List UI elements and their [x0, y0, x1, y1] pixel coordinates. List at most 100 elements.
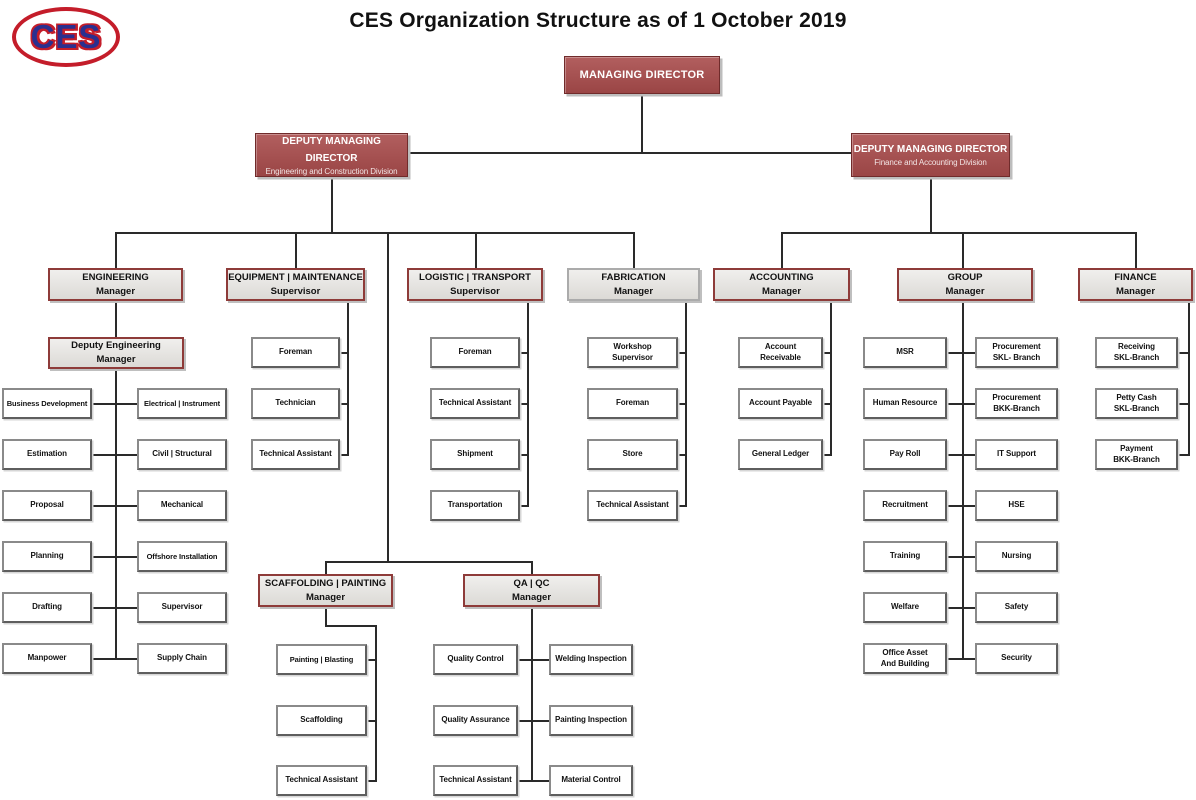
- connector-line: [325, 625, 376, 627]
- org-node-welfare: Welfare: [863, 592, 947, 623]
- org-node-hse: HSE: [975, 490, 1058, 521]
- org-node-electrical-instrument: Electrical | Instrument: [137, 388, 227, 419]
- org-node-material-control: Material Control: [549, 765, 633, 796]
- org-node-technical-assistant: Technical Assistant: [430, 388, 520, 419]
- connector-line: [92, 556, 137, 558]
- connector-line: [340, 403, 349, 405]
- connector-line: [520, 454, 529, 456]
- org-node-human-resource: Human Resource: [863, 388, 947, 419]
- node-scaffolding-painting-manager: SCAFFOLDING | PAINTING Manager: [258, 574, 393, 607]
- connector-line: [823, 403, 832, 405]
- dept-role: Manager: [945, 285, 985, 297]
- org-node-payment-bkk-branch: Payment BKK-Branch: [1095, 439, 1178, 470]
- org-node-shipment: Shipment: [430, 439, 520, 470]
- org-node-procurement-bkk-branch: Procurement BKK-Branch: [975, 388, 1058, 419]
- org-node-offshore-installation: Offshore Installation: [137, 541, 227, 572]
- connector-line: [325, 561, 327, 575]
- dept-role: Manager: [511, 591, 552, 603]
- connector-line: [947, 505, 975, 507]
- node-engineering-manager: ENGINEERING Manager: [48, 268, 183, 301]
- org-node-quality-control: Quality Control: [433, 644, 518, 675]
- org-node-procurement-skl-branch: Procurement SKL- Branch: [975, 337, 1058, 368]
- connector-line: [1135, 232, 1137, 268]
- org-node-transportation: Transportation: [430, 490, 520, 521]
- connector-line: [367, 659, 376, 661]
- connector-line: [781, 232, 783, 268]
- connector-line: [1178, 454, 1189, 456]
- node-deputy-md-finance: DEPUTY MANAGING DIRECTOR Finance and Acc…: [851, 133, 1010, 177]
- dept-name: LOGISTIC | TRANSPORT: [419, 271, 531, 283]
- page-title: CES Organization Structure as of 1 Octob…: [349, 9, 847, 32]
- connector-line: [962, 232, 964, 268]
- connector-line: [947, 403, 975, 405]
- node-fabrication-manager: FABRICATION Manager: [567, 268, 700, 301]
- connector-line: [408, 152, 852, 154]
- connector-line: [520, 505, 529, 507]
- dept-name: FINANCE: [1114, 271, 1157, 283]
- connector-line: [325, 561, 532, 563]
- node-managing-director: MANAGING DIRECTOR: [564, 56, 720, 94]
- connector-line: [92, 403, 137, 405]
- connector-line: [520, 352, 529, 354]
- org-node-workshop-supervisor: Workshop Supervisor: [587, 337, 678, 368]
- connector-line: [947, 454, 975, 456]
- org-node-general-ledger: General Ledger: [738, 439, 823, 470]
- connector-line: [92, 607, 137, 609]
- connector-line: [367, 720, 376, 722]
- org-node-foreman: Foreman: [430, 337, 520, 368]
- connector-line: [518, 659, 549, 661]
- org-node-welding-inspection: Welding Inspection: [549, 644, 633, 675]
- connector-line: [962, 301, 964, 660]
- org-node-scaffolding: Scaffolding: [276, 705, 367, 736]
- deputy-division: Finance and Accounting Division: [874, 158, 987, 168]
- connector-line: [678, 505, 687, 507]
- dept-name: FABRICATION: [601, 271, 666, 283]
- org-node-civil-structural: Civil | Structural: [137, 439, 227, 470]
- connector-line: [115, 232, 117, 268]
- org-node-mechanical: Mechanical: [137, 490, 227, 521]
- connector-line: [347, 301, 349, 456]
- org-node-planning: Planning: [2, 541, 92, 572]
- connector-line: [518, 780, 549, 782]
- connector-line: [823, 454, 832, 456]
- deputy-title: DEPUTY MANAGING DIRECTOR: [282, 135, 381, 164]
- connector-line: [947, 658, 975, 660]
- org-node-petty-cash-skl-branch: Petty Cash SKL-Branch: [1095, 388, 1178, 419]
- node-group-manager: GROUP Manager: [897, 268, 1033, 301]
- deputy-division: Engineering and Construction Division: [265, 166, 398, 176]
- node-accounting-manager: ACCOUNTING Manager: [713, 268, 850, 301]
- connector-line: [633, 232, 635, 268]
- connector-line: [331, 176, 333, 233]
- dept-role: Manager: [613, 285, 654, 297]
- org-node-estimation: Estimation: [2, 439, 92, 470]
- dept-name: ENGINEERING: [82, 271, 149, 283]
- dept-name: SCAFFOLDING | PAINTING: [264, 577, 387, 589]
- dept-name: GROUP: [947, 271, 983, 283]
- org-node-proposal: Proposal: [2, 490, 92, 521]
- dept-role: Supervisor: [270, 285, 321, 297]
- node-equipment-maintenance-supervisor: EQUIPMENT | MAINTENANCE Supervisor: [226, 268, 365, 301]
- org-node-pay-roll: Pay Roll: [863, 439, 947, 470]
- org-node-business-development: Business Development: [2, 388, 92, 419]
- ces-logo-text: CES: [30, 18, 102, 55]
- connector-line: [823, 352, 832, 354]
- node-deputy-engineering-manager: Deputy Engineering Manager: [48, 337, 184, 369]
- connector-line: [678, 403, 687, 405]
- connector-line: [1188, 301, 1190, 456]
- connector-line: [115, 301, 117, 337]
- dept-role: Manager: [761, 285, 802, 297]
- dept-role: Supervisor: [450, 285, 500, 297]
- org-node-training: Training: [863, 541, 947, 572]
- node-finance-manager: FINANCE Manager: [1078, 268, 1193, 301]
- node-qa-qc-manager: QA | QC Manager: [463, 574, 600, 607]
- org-node-manpower: Manpower: [2, 643, 92, 674]
- org-node-technical-assistant: Technical Assistant: [433, 765, 518, 796]
- connector-line: [375, 625, 377, 782]
- org-node-receiving-skl-branch: Receiving SKL-Branch: [1095, 337, 1178, 368]
- connector-line: [781, 232, 1136, 234]
- connector-line: [295, 232, 297, 268]
- connector-line: [947, 607, 975, 609]
- org-node-technical-assistant: Technical Assistant: [251, 439, 340, 470]
- connector-line: [1178, 403, 1189, 405]
- org-node-store: Store: [587, 439, 678, 470]
